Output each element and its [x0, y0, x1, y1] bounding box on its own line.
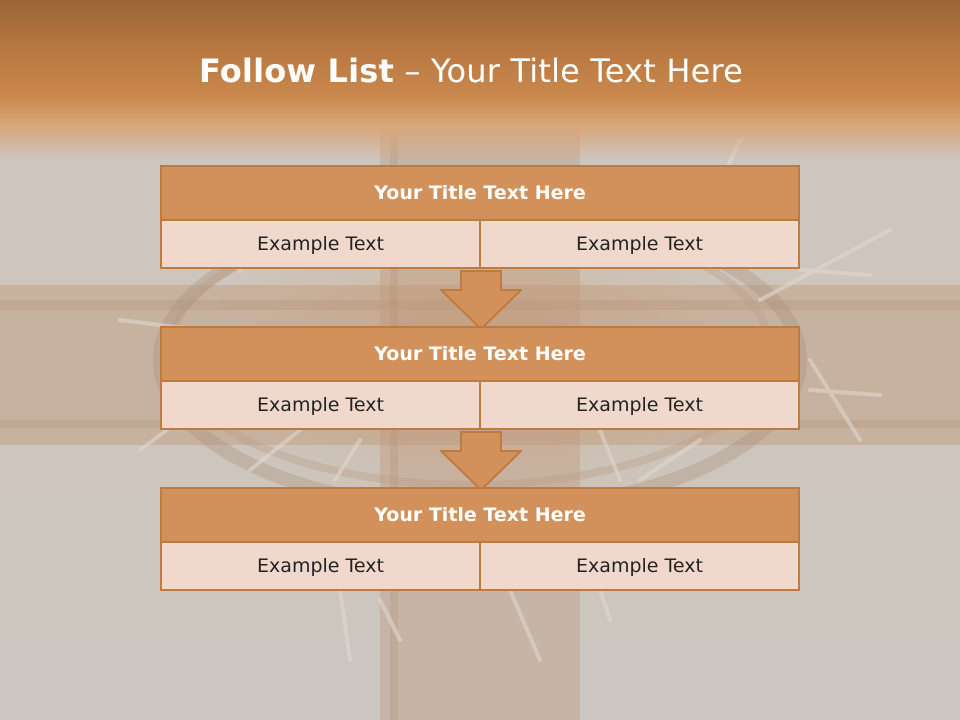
title-rest: – Your Title Text Here [404, 52, 744, 90]
step-cell-left: Example Text [160, 541, 481, 591]
step-row: Example Text Example Text [160, 219, 800, 269]
step-title: Your Title Text Here [160, 326, 800, 382]
step-row: Example Text Example Text [160, 380, 800, 430]
step-cell-left: Example Text [160, 219, 481, 269]
slide-title: Follow List – Your Title Text Here [0, 52, 942, 90]
down-arrow-icon [440, 270, 522, 330]
step-block-3: Your Title Text Here Example Text Exampl… [160, 487, 800, 591]
step-title: Your Title Text Here [160, 487, 800, 543]
down-arrow-icon [440, 431, 522, 491]
step-block-1: Your Title Text Here Example Text Exampl… [160, 165, 800, 269]
title-bold: Follow List [198, 52, 395, 90]
step-cell-left: Example Text [160, 380, 481, 430]
step-cell-right: Example Text [479, 219, 800, 269]
header-band [0, 0, 960, 160]
step-cell-right: Example Text [479, 380, 800, 430]
step-cell-right: Example Text [479, 541, 800, 591]
step-row: Example Text Example Text [160, 541, 800, 591]
step-title: Your Title Text Here [160, 165, 800, 221]
step-block-2: Your Title Text Here Example Text Exampl… [160, 326, 800, 430]
